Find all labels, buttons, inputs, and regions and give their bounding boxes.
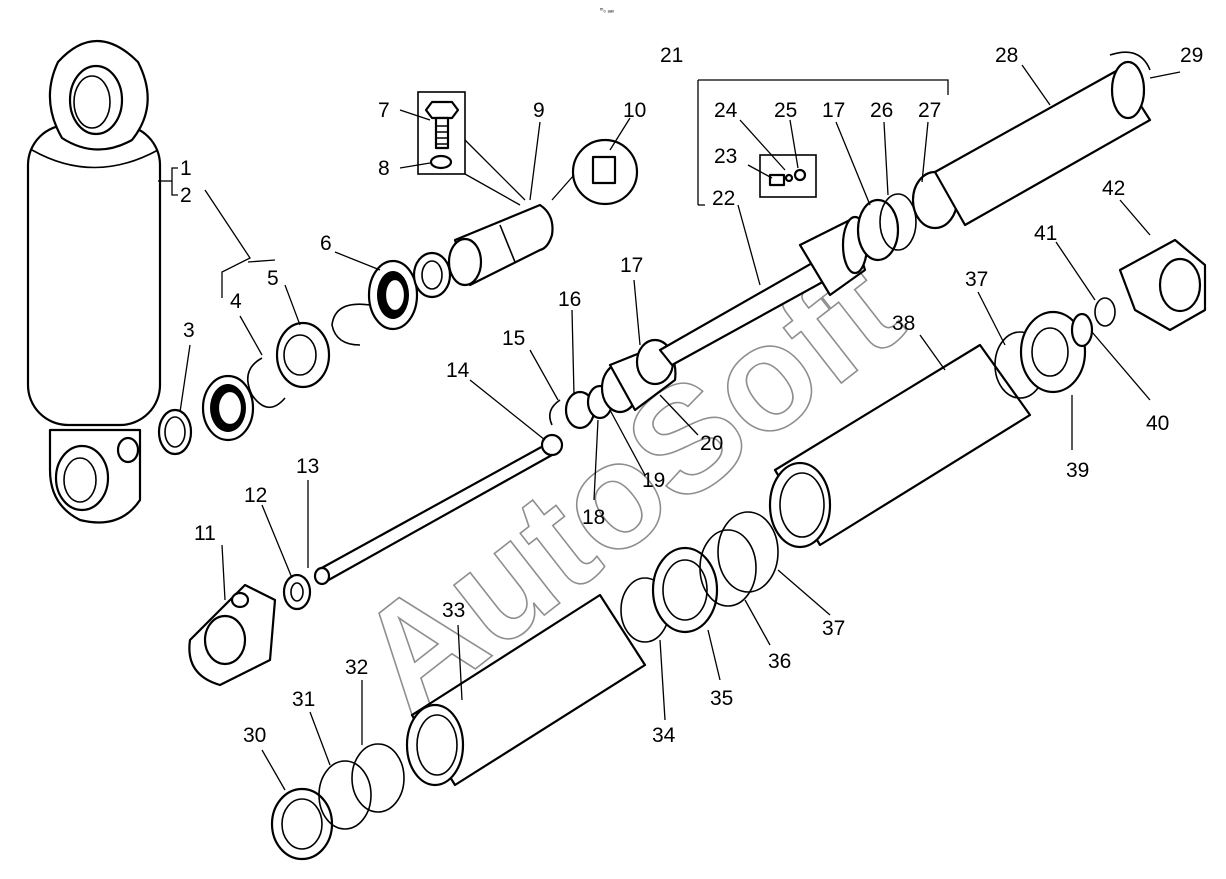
label-35: 35 bbox=[710, 687, 733, 710]
label-17-upper: 17 bbox=[822, 99, 845, 122]
label-26: 26 bbox=[870, 99, 893, 122]
label-22: 22 bbox=[712, 187, 735, 210]
label-16: 16 bbox=[558, 288, 581, 311]
label-24: 24 bbox=[714, 99, 738, 122]
label-20: 20 bbox=[700, 432, 723, 455]
label-33: 33 bbox=[442, 599, 465, 622]
label-17-lower: 17 bbox=[620, 254, 643, 277]
label-14: 14 bbox=[446, 359, 470, 382]
part-number-labels: 1 2 3 4 5 6 7 8 9 10 11 12 13 14 15 16 1… bbox=[180, 44, 1203, 747]
label-27: 27 bbox=[918, 99, 941, 122]
label-15: 15 bbox=[502, 327, 525, 350]
corner-mark: ᵐ₀ ₐₐₓ bbox=[600, 8, 614, 14]
label-11: 11 bbox=[194, 522, 216, 545]
label-34: 34 bbox=[652, 724, 676, 747]
part-3-bushing bbox=[157, 408, 193, 456]
label-42: 42 bbox=[1102, 177, 1125, 200]
part-10-grease-nipple-inset bbox=[551, 138, 639, 206]
label-6: 6 bbox=[320, 232, 332, 255]
part-38-tube bbox=[768, 343, 1032, 549]
label-37-upper: 37 bbox=[965, 268, 988, 291]
nut-42-group bbox=[1094, 238, 1207, 332]
label-3: 3 bbox=[183, 319, 195, 342]
part-11-rod-eye bbox=[188, 583, 277, 687]
label-10: 10 bbox=[623, 99, 646, 122]
label-4: 4 bbox=[230, 290, 242, 313]
leader-lines bbox=[158, 64, 1181, 791]
part-14-rod bbox=[313, 433, 564, 586]
label-19: 19 bbox=[642, 469, 665, 492]
label-18: 18 bbox=[582, 506, 605, 529]
label-30: 30 bbox=[243, 724, 266, 747]
label-5: 5 bbox=[267, 267, 279, 290]
label-38: 38 bbox=[892, 312, 915, 335]
part-seal-ring bbox=[201, 374, 255, 442]
label-41: 41 bbox=[1034, 222, 1057, 245]
label-28: 28 bbox=[995, 44, 1018, 67]
part-9-sleeve bbox=[447, 203, 554, 287]
assembled-cylinder bbox=[26, 40, 162, 524]
rings-34-37 bbox=[620, 511, 779, 643]
label-29: 29 bbox=[1180, 44, 1203, 67]
bolt-washer-inset bbox=[417, 91, 526, 206]
label-9: 9 bbox=[533, 99, 545, 122]
label-36: 36 bbox=[768, 650, 791, 673]
part-snap-ring-2 bbox=[331, 303, 371, 346]
part-28-tube bbox=[933, 51, 1152, 227]
label-32: 32 bbox=[345, 656, 368, 679]
label-8: 8 bbox=[378, 157, 390, 180]
part-12-washer bbox=[282, 573, 312, 611]
label-39: 39 bbox=[1066, 459, 1089, 482]
label-1: 1 bbox=[180, 157, 192, 180]
label-23: 23 bbox=[714, 145, 737, 168]
piston-group bbox=[549, 338, 677, 430]
rings-30-32 bbox=[270, 743, 405, 861]
pin-ball-inset bbox=[759, 154, 817, 198]
part-4-snap-ring bbox=[246, 357, 286, 409]
end-cap-group bbox=[994, 310, 1094, 399]
label-31: 31 bbox=[292, 688, 315, 711]
part-nut-ring bbox=[412, 251, 452, 299]
label-2: 2 bbox=[180, 184, 192, 207]
part-33-tube bbox=[405, 593, 647, 787]
label-7: 7 bbox=[378, 99, 390, 122]
label-21: 21 bbox=[660, 44, 683, 67]
label-37-lower: 37 bbox=[822, 617, 845, 640]
label-13: 13 bbox=[296, 455, 319, 478]
part-6-seal bbox=[367, 259, 419, 331]
part-5-bushing bbox=[275, 321, 331, 389]
label-25: 25 bbox=[774, 99, 797, 122]
label-12: 12 bbox=[244, 484, 267, 507]
label-40: 40 bbox=[1146, 412, 1169, 435]
